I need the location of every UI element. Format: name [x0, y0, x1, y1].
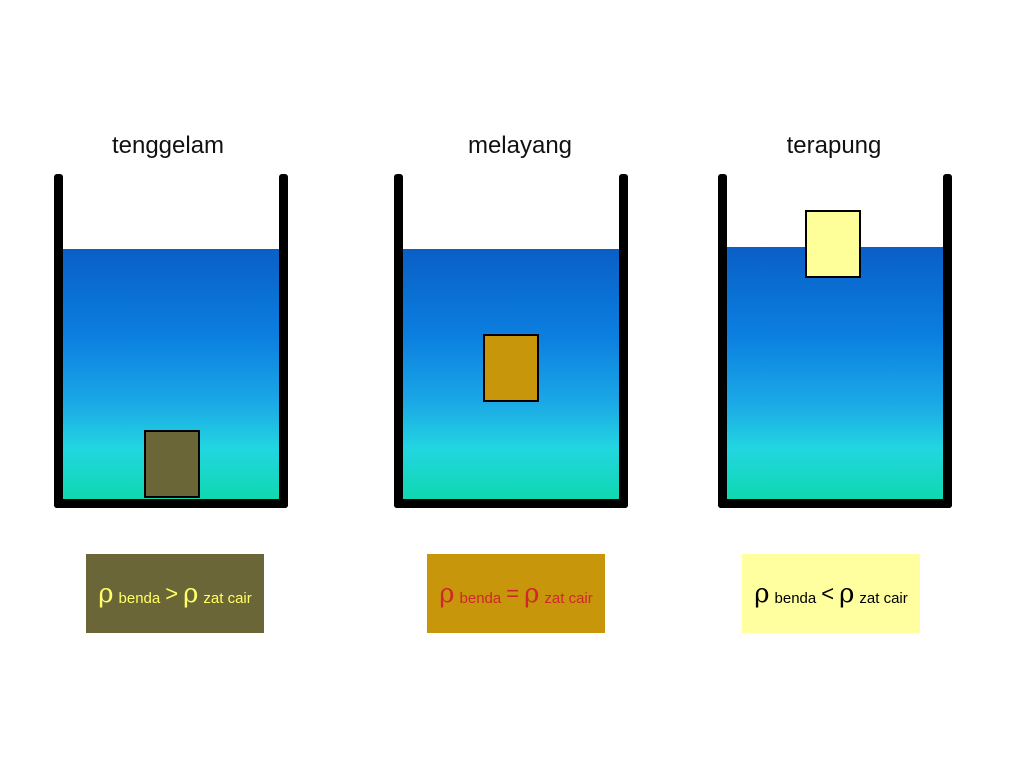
beaker-bottom — [54, 499, 288, 508]
beaker-tenggelam — [54, 174, 288, 508]
formula-subject: benda — [459, 590, 502, 607]
rho-symbol: ρ — [754, 578, 770, 609]
formula-subject: benda — [774, 590, 817, 607]
title-melayang: melayang — [467, 132, 573, 159]
beaker-bottom — [718, 499, 952, 508]
beaker-right-wall — [943, 174, 952, 508]
water — [727, 247, 943, 499]
beaker-melayang — [394, 174, 628, 508]
formula-medium: zat cair — [203, 590, 252, 607]
beaker-left-wall — [718, 174, 727, 508]
beaker-bottom — [394, 499, 628, 508]
beaker-right-wall — [279, 174, 288, 508]
beaker-terapung — [718, 174, 952, 508]
formula-box-terapung: ρ benda < ρ zat cair — [742, 554, 920, 633]
formula-subject: benda — [118, 590, 161, 607]
beaker-left-wall — [394, 174, 403, 508]
formula-medium: zat cair — [544, 590, 593, 607]
formula-medium: zat cair — [859, 590, 908, 607]
formula-box-melayang: ρ benda = ρ zat cair — [427, 554, 605, 633]
formula-operator: < — [821, 580, 835, 606]
title-terapung: terapung — [786, 132, 882, 159]
beaker-left-wall — [54, 174, 63, 508]
formula-operator: = — [506, 580, 520, 606]
sunken-block — [144, 430, 200, 498]
floating-block — [805, 210, 861, 278]
rho-symbol: ρ — [98, 578, 114, 609]
rho-symbol: ρ — [183, 578, 199, 609]
rho-symbol: ρ — [439, 578, 455, 609]
title-tenggelam: tenggelam — [111, 132, 225, 159]
rho-symbol: ρ — [839, 578, 855, 609]
beaker-right-wall — [619, 174, 628, 508]
formula-box-tenggelam: ρ benda > ρ zat cair — [86, 554, 264, 633]
rho-symbol: ρ — [524, 578, 540, 609]
formula-operator: > — [165, 580, 179, 606]
suspended-block — [483, 334, 539, 402]
